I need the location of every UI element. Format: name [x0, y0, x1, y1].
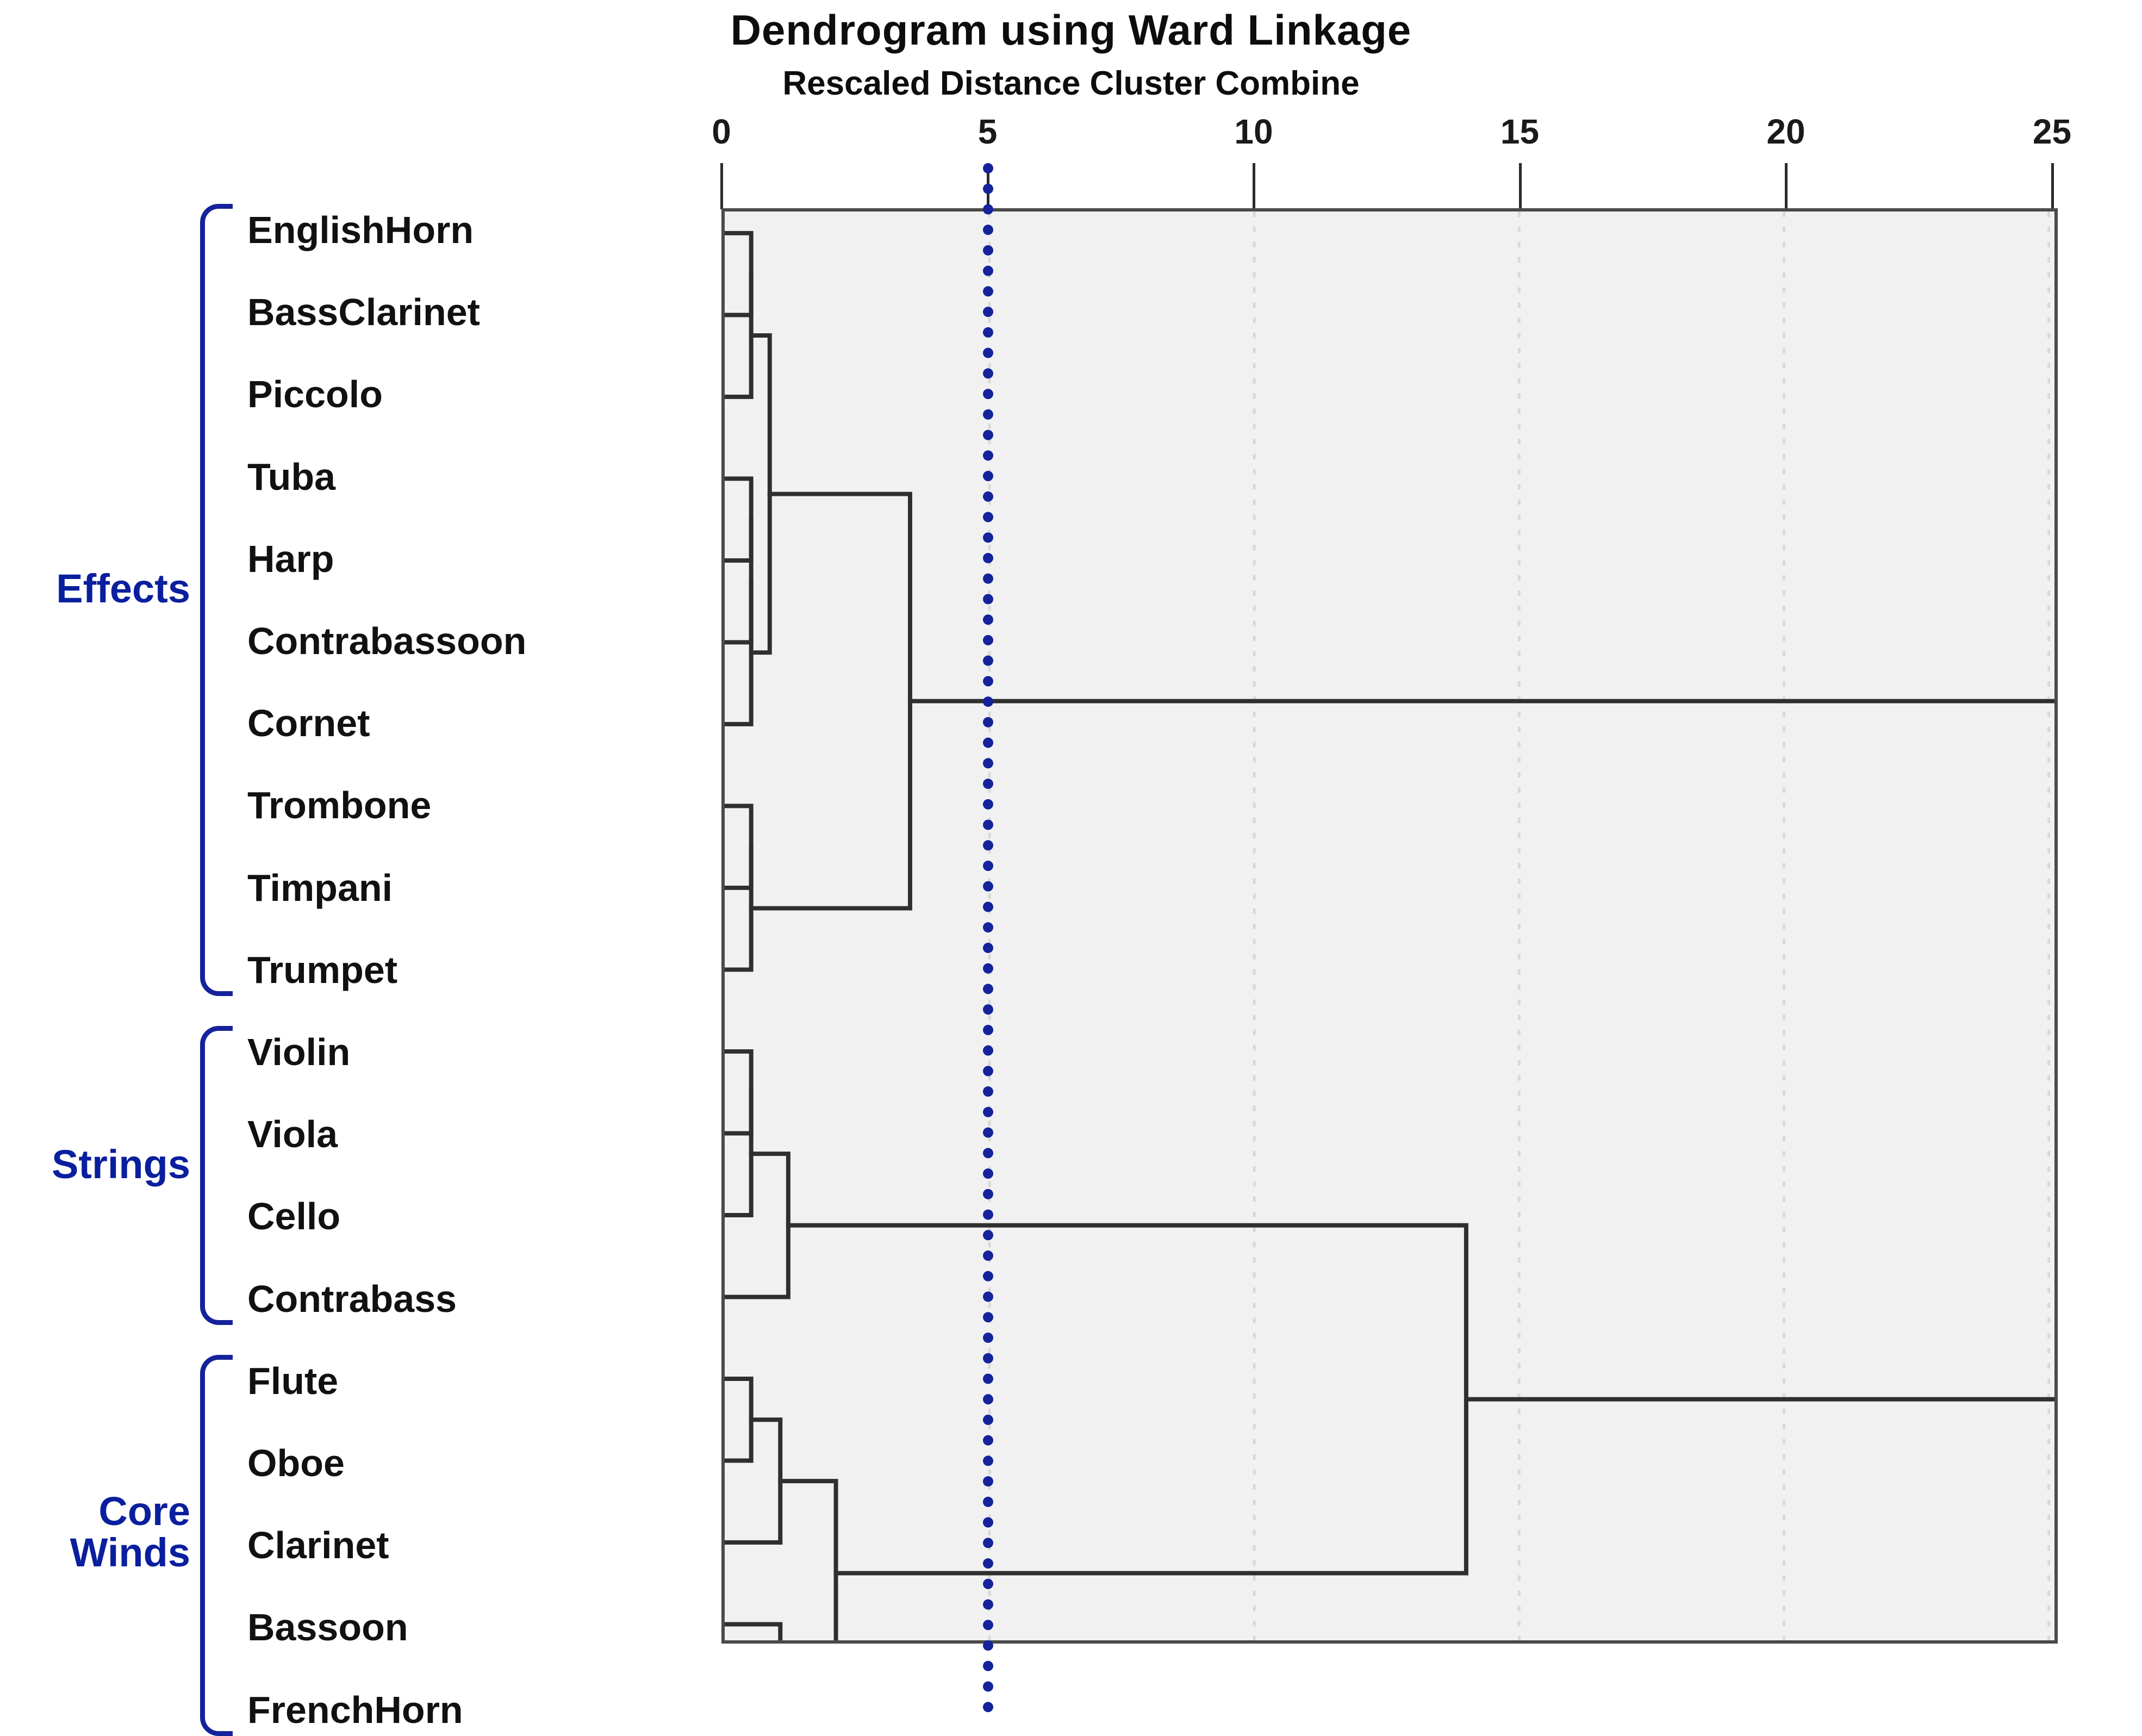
leaf-label-piccolo: Piccolo: [247, 373, 383, 416]
link-m11: [725, 1090, 754, 1217]
link-m12: [725, 1152, 790, 1299]
link-m7: [725, 804, 754, 890]
x-axis-tick-10: [1253, 163, 1255, 209]
leaf-label-oboe: Oboe: [247, 1442, 345, 1484]
link-m6: [749, 333, 772, 655]
x-axis-tick-label-25: 25: [2032, 112, 2072, 151]
x-axis-tick-0: [720, 163, 723, 209]
link-m3: [725, 476, 754, 563]
leaf-label-flute: Flute: [247, 1359, 339, 1402]
leaf-label-trumpet: Trumpet: [247, 948, 398, 991]
cut-line: [982, 163, 993, 1713]
link-m9: [749, 491, 912, 911]
x-axis-tick-label-20: 20: [1766, 112, 1805, 151]
leaf-label-violin: Violin: [247, 1031, 351, 1073]
leaf-label-cornet: Cornet: [247, 702, 370, 745]
leaf-label-cello: Cello: [247, 1195, 341, 1238]
link-m15: [725, 1622, 783, 1640]
x-axis-tick-15: [1518, 163, 1522, 209]
chart-subtitle: Rescaled Distance Cluster Combine: [782, 65, 1360, 102]
x-axis-tick-label-5: 5: [977, 112, 998, 151]
leaf-label-viola: Viola: [247, 1113, 338, 1156]
x-axis-tick-20: [1785, 163, 1788, 209]
link-m18: [907, 699, 2054, 1402]
cluster-bracket-core-winds: [200, 1354, 233, 1736]
cluster-bracket-strings: [200, 1026, 233, 1325]
cluster-bracket-effects: [200, 204, 233, 996]
link-m5: [725, 578, 754, 726]
leaf-label-contrabass: Contrabass: [247, 1277, 457, 1320]
link-m16: [778, 1479, 838, 1640]
cluster-name-effects: Effects: [56, 566, 190, 612]
leaf-label-tuba: Tuba: [247, 455, 336, 498]
leaf-label-contrabassoon: Contrabassoon: [247, 620, 527, 662]
leaf-label-bassoon: Bassoon: [247, 1606, 408, 1649]
chart-title: Dendrogram using Ward Linkage: [730, 6, 1412, 54]
link-m10: [725, 1049, 754, 1136]
x-axis-tick-label-10: 10: [1234, 112, 1273, 151]
link-m4: [725, 517, 754, 645]
leaf-label-timpani: Timpani: [247, 866, 393, 909]
link-m13: [725, 1377, 754, 1463]
link-m8: [725, 844, 754, 972]
cluster-name-core-winds: Core Winds: [70, 1489, 190, 1575]
x-axis-tick-label-0: 0: [712, 112, 731, 151]
leaf-label-harp: Harp: [247, 537, 334, 580]
leaf-label-bassclarinet: BassClarinet: [247, 291, 480, 334]
link-m2: [725, 272, 754, 399]
dendrogram-links: [725, 211, 2054, 1640]
x-axis-tick-25: [2051, 163, 2054, 209]
link-paths: [725, 231, 2054, 1640]
leaf-label-frenchhorn: FrenchHorn: [247, 1688, 463, 1731]
leaf-label-englishhorn: EnglishHorn: [247, 209, 474, 251]
link-m17: [786, 1223, 1468, 1576]
leaf-label-trombone: Trombone: [247, 784, 432, 827]
leaf-label-clarinet: Clarinet: [247, 1524, 389, 1567]
x-axis-tick-label-15: 15: [1500, 112, 1540, 151]
link-m1: [725, 231, 754, 318]
cluster-name-strings: Strings: [52, 1141, 190, 1187]
plot-area: [721, 208, 2058, 1644]
